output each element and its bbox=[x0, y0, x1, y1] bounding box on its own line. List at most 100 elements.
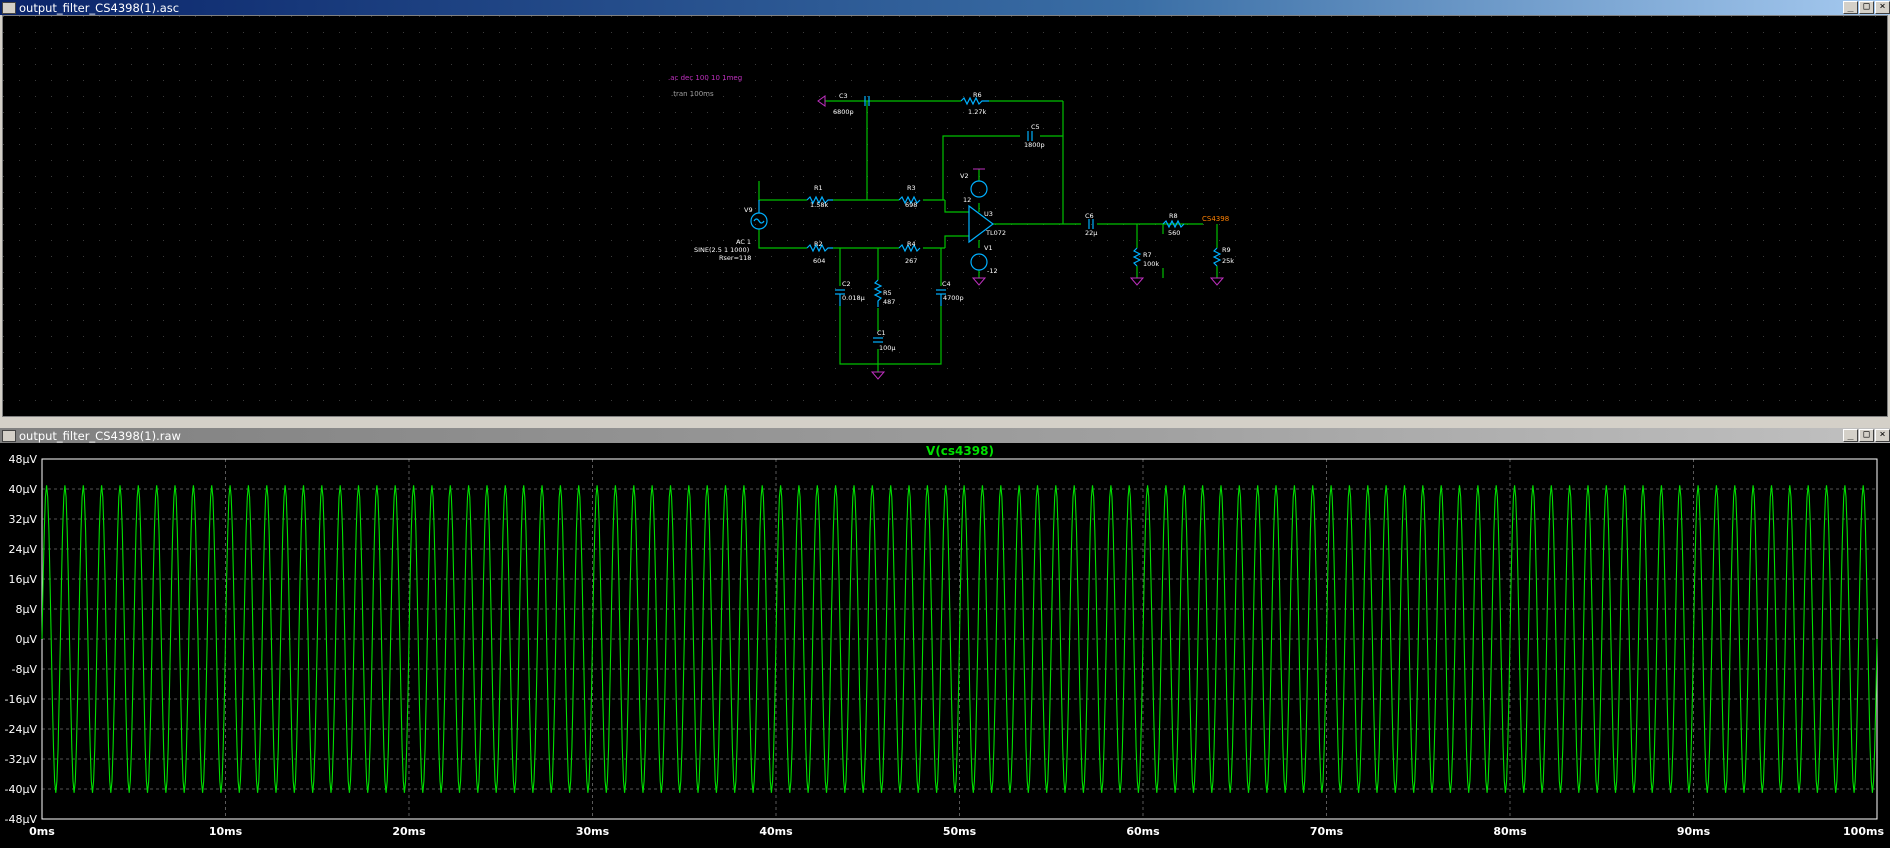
r3-symbol[interactable] bbox=[898, 195, 921, 205]
v-cs4398-trace[interactable] bbox=[41, 485, 1878, 793]
r8-label: R8 bbox=[1169, 212, 1178, 220]
v9-label: V9 bbox=[744, 206, 753, 214]
schematic-title: output_filter_CS4398(1).asc bbox=[19, 0, 180, 15]
minimize-button[interactable]: _ bbox=[1843, 429, 1858, 442]
v2-label: V2 bbox=[960, 172, 969, 180]
wires bbox=[758, 100, 1218, 372]
r9-symbol[interactable] bbox=[1212, 247, 1222, 267]
y-tick-label: 40µV bbox=[8, 483, 37, 496]
y-tick-label: 48µV bbox=[8, 453, 37, 466]
r1-label: R1 bbox=[814, 184, 823, 192]
c3-label: C3 bbox=[839, 92, 848, 100]
schematic-file-icon bbox=[2, 1, 16, 14]
c6-label: C6 bbox=[1085, 212, 1094, 220]
r2-label: R2 bbox=[814, 240, 823, 248]
ac-directive[interactable]: .ac dec 100 10 1meg bbox=[668, 74, 742, 82]
c5-label: C5 bbox=[1031, 123, 1040, 131]
r5-label: R5 bbox=[883, 289, 892, 297]
r3-value: 698 bbox=[905, 201, 917, 209]
y-tick-label: -32µV bbox=[5, 753, 38, 766]
y-tick-label: 0µV bbox=[15, 633, 37, 646]
r3-label: R3 bbox=[907, 184, 916, 192]
r6-symbol[interactable] bbox=[960, 96, 989, 106]
u3-label: U3 bbox=[984, 210, 993, 218]
v9-ac-label: AC 1 bbox=[736, 238, 751, 246]
v1-source-symbol[interactable] bbox=[970, 253, 988, 271]
r5-value: 487 bbox=[883, 298, 895, 306]
v9-sine-label: SINE(2.5 1 1000) bbox=[694, 246, 749, 254]
tran-directive[interactable]: .tran 100ms bbox=[671, 90, 714, 98]
c1-label: C1 bbox=[877, 329, 886, 337]
r8-symbol[interactable] bbox=[1162, 219, 1185, 229]
x-tick-label: 40ms bbox=[759, 825, 793, 838]
r4-label: R4 bbox=[907, 240, 916, 248]
y-tick-label: 8µV bbox=[15, 603, 37, 616]
y-axis-ticks: 48µV40µV32µV24µV16µV8µV0µV-8µV-16µV-24µV… bbox=[5, 453, 38, 826]
minimize-button[interactable]: _ bbox=[1843, 1, 1858, 14]
x-tick-label: 0ms bbox=[29, 825, 55, 838]
c6-value: 22µ bbox=[1085, 229, 1097, 237]
schematic-canvas[interactable]: .ac dec 100 10 1meg .tran 100ms bbox=[2, 15, 1888, 417]
maximize-button[interactable]: □ bbox=[1859, 1, 1874, 14]
r7-symbol[interactable] bbox=[1132, 247, 1142, 267]
close-button[interactable]: × bbox=[1875, 429, 1890, 442]
x-tick-label: 80ms bbox=[1493, 825, 1527, 838]
v1-label: V1 bbox=[984, 244, 993, 252]
close-button[interactable]: × bbox=[1875, 1, 1890, 14]
r5-symbol[interactable] bbox=[873, 279, 883, 307]
x-tick-label: 70ms bbox=[1310, 825, 1344, 838]
y-tick-label: -48µV bbox=[5, 813, 38, 826]
y-tick-label: -8µV bbox=[12, 663, 38, 676]
u3-opamp-symbol[interactable] bbox=[968, 204, 994, 244]
c3-value: 6800p bbox=[833, 108, 854, 116]
v9-rser-label: Rser=118 bbox=[719, 254, 751, 262]
c2-value: 0.018µ bbox=[842, 294, 865, 302]
c3-symbol[interactable] bbox=[864, 96, 870, 106]
c2-symbol[interactable] bbox=[835, 289, 845, 306]
waveform-title: output_filter_CS4398(1).raw bbox=[19, 428, 181, 443]
waveform-file-icon bbox=[2, 429, 16, 442]
x-tick-label: 30ms bbox=[576, 825, 610, 838]
y-tick-label: -16µV bbox=[5, 693, 38, 706]
x-tick-label: 100ms bbox=[1843, 825, 1884, 838]
c4-symbol[interactable] bbox=[936, 289, 946, 306]
v1-value: -12 bbox=[987, 267, 998, 275]
r9-value: 25k bbox=[1222, 257, 1234, 265]
y-tick-label: 16µV bbox=[8, 573, 37, 586]
x-tick-label: 50ms bbox=[943, 825, 977, 838]
schematic-titlebar[interactable]: output_filter_CS4398(1).asc _ □ × bbox=[0, 0, 1890, 15]
grid-dots bbox=[3, 16, 1887, 416]
x-axis-ticks: 0ms 10ms 20ms 30ms 40ms 50ms 60ms 70ms 80ms 90ms 1… bbox=[29, 825, 1884, 838]
c5-symbol[interactable] bbox=[1027, 131, 1033, 141]
r6-label: R6 bbox=[973, 91, 982, 99]
waveform-window: output_filter_CS4398(1).raw _ □ × 48µV 40… bbox=[0, 428, 1890, 848]
c2-label: C2 bbox=[842, 280, 851, 288]
c4-label: C4 bbox=[942, 280, 951, 288]
r6-value: 1.27k bbox=[968, 108, 986, 116]
y-tick-label: 24µV bbox=[8, 543, 37, 556]
c1-symbol[interactable] bbox=[873, 337, 883, 343]
r9-label: R9 bbox=[1222, 246, 1231, 254]
r7-value: 100k bbox=[1143, 260, 1159, 268]
r4-symbol[interactable] bbox=[898, 243, 921, 253]
ground-symbols bbox=[817, 95, 1225, 380]
r1-symbol[interactable] bbox=[806, 195, 833, 205]
maximize-button[interactable]: □ bbox=[1859, 429, 1874, 442]
trace-name-label[interactable]: V(cs4398) bbox=[926, 444, 994, 458]
net-label-cs4398[interactable]: CS4398 bbox=[1202, 215, 1229, 223]
v2-source-symbol[interactable] bbox=[970, 180, 988, 198]
r2-symbol[interactable] bbox=[806, 243, 833, 253]
components[interactable] bbox=[750, 96, 1222, 343]
r2-value: 604 bbox=[813, 257, 825, 265]
u3-value: TL072 bbox=[985, 229, 1006, 237]
x-tick-label: 60ms bbox=[1126, 825, 1160, 838]
waveform-titlebar[interactable]: output_filter_CS4398(1).raw _ □ × bbox=[0, 428, 1890, 443]
r4-value: 267 bbox=[905, 257, 917, 265]
c6-symbol[interactable] bbox=[1088, 219, 1094, 229]
x-tick-label: 10ms bbox=[209, 825, 243, 838]
x-tick-label: 90ms bbox=[1677, 825, 1711, 838]
y-tick-label: 32µV bbox=[8, 513, 37, 526]
x-tick-label: 20ms bbox=[392, 825, 426, 838]
r1-value: 1.58k bbox=[810, 201, 828, 209]
